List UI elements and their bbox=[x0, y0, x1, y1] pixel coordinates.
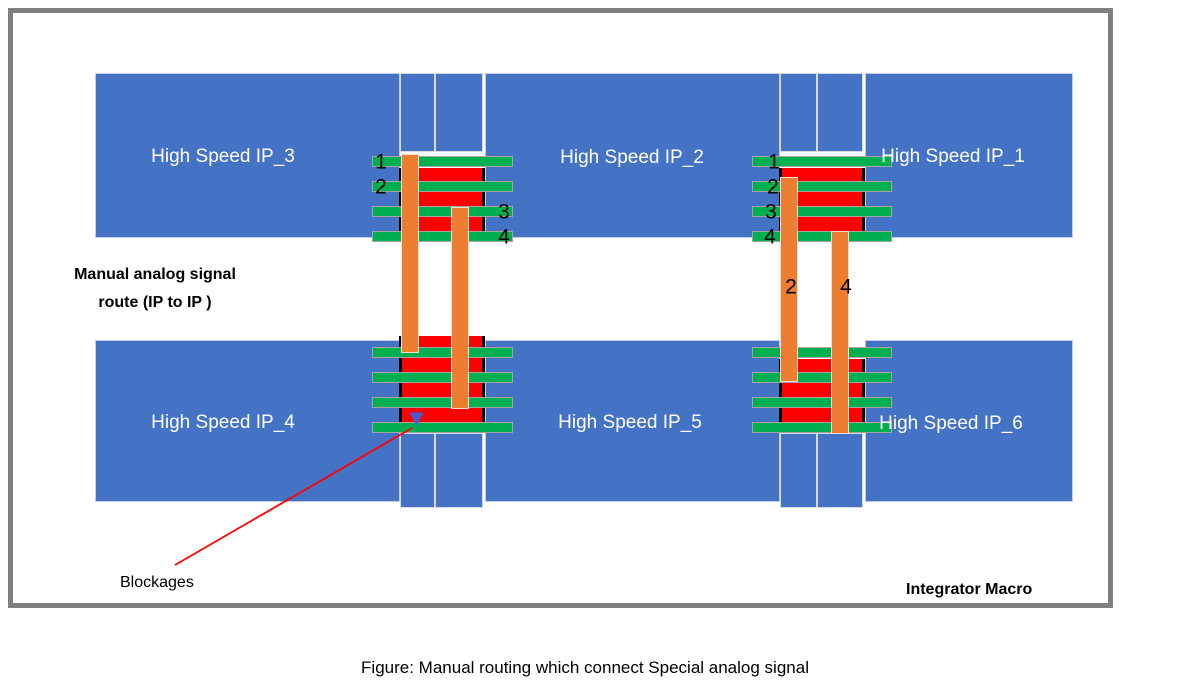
pin-number: 3 bbox=[498, 200, 510, 224]
pin-number: 3 bbox=[765, 200, 777, 224]
ip-label-ip3: High Speed IP_3 bbox=[151, 146, 295, 167]
ip-label-ip6: High Speed IP_6 bbox=[879, 413, 1023, 434]
pin-bar bbox=[372, 422, 513, 433]
pin-number: 2 bbox=[767, 175, 779, 199]
pin-bar bbox=[752, 397, 892, 408]
route-number: 2 bbox=[785, 275, 797, 299]
ip-label-ip1: High Speed IP_1 bbox=[881, 146, 1025, 167]
pin-bar bbox=[372, 206, 513, 217]
pin-bar bbox=[372, 372, 513, 383]
pin-bar bbox=[372, 156, 513, 167]
pin-bar bbox=[752, 422, 892, 433]
routing-channel-column bbox=[780, 73, 817, 152]
routing-channel-column bbox=[435, 73, 483, 152]
pin-bar bbox=[372, 347, 513, 358]
route-number: 4 bbox=[840, 275, 852, 299]
pin-number: 1 bbox=[375, 150, 387, 174]
pin-bar bbox=[752, 347, 892, 358]
manual-route-note-line1: Manual analog signal bbox=[74, 266, 236, 283]
pin-bar bbox=[752, 231, 892, 242]
pin-bar bbox=[752, 372, 892, 383]
analog-route-wire-3 bbox=[451, 207, 469, 409]
ip-label-ip5: High Speed IP_5 bbox=[558, 412, 702, 433]
pin-bar bbox=[752, 156, 892, 167]
pin-number: 4 bbox=[764, 225, 776, 249]
pin-number: 1 bbox=[768, 150, 780, 174]
pin-number: 2 bbox=[375, 175, 387, 199]
pin-bar bbox=[372, 397, 513, 408]
pin-bar bbox=[752, 206, 892, 217]
ip-block-high-speed-ip3 bbox=[95, 73, 400, 238]
analog-route-wire-2 bbox=[780, 177, 798, 382]
routing-channel-column bbox=[817, 433, 863, 508]
pin-bar bbox=[372, 181, 513, 192]
pin-bar bbox=[752, 181, 892, 192]
ip-block-high-speed-ip6 bbox=[865, 340, 1073, 502]
ip-block-high-speed-ip2 bbox=[485, 73, 780, 238]
manual-route-note: Manual analog signal route (IP to IP ) bbox=[74, 261, 236, 317]
analog-route-wire-4 bbox=[831, 231, 849, 434]
blockage-block bbox=[779, 359, 865, 433]
ip-label-ip4: High Speed IP_4 bbox=[151, 412, 295, 433]
ip-label-ip2: High Speed IP_2 bbox=[560, 147, 704, 168]
routing-channel-column bbox=[435, 433, 483, 508]
pin-bar bbox=[372, 231, 513, 242]
blockages-label: Blockages bbox=[120, 574, 194, 591]
integrator-macro-label: Integrator Macro bbox=[906, 581, 1033, 598]
manual-route-note-line2: route (IP to IP ) bbox=[98, 294, 212, 311]
analog-route-wire-1 bbox=[401, 154, 419, 353]
routing-channel-column bbox=[817, 73, 863, 152]
routing-channel-column bbox=[780, 433, 817, 508]
routing-channel-column bbox=[400, 433, 435, 508]
pin-number: 4 bbox=[498, 225, 510, 249]
figure-caption: Figure: Manual routing which connect Spe… bbox=[361, 658, 809, 677]
routing-channel-column bbox=[400, 73, 435, 152]
ip-block-high-speed-ip1 bbox=[865, 73, 1073, 238]
ip-block-high-speed-ip5 bbox=[485, 340, 780, 502]
